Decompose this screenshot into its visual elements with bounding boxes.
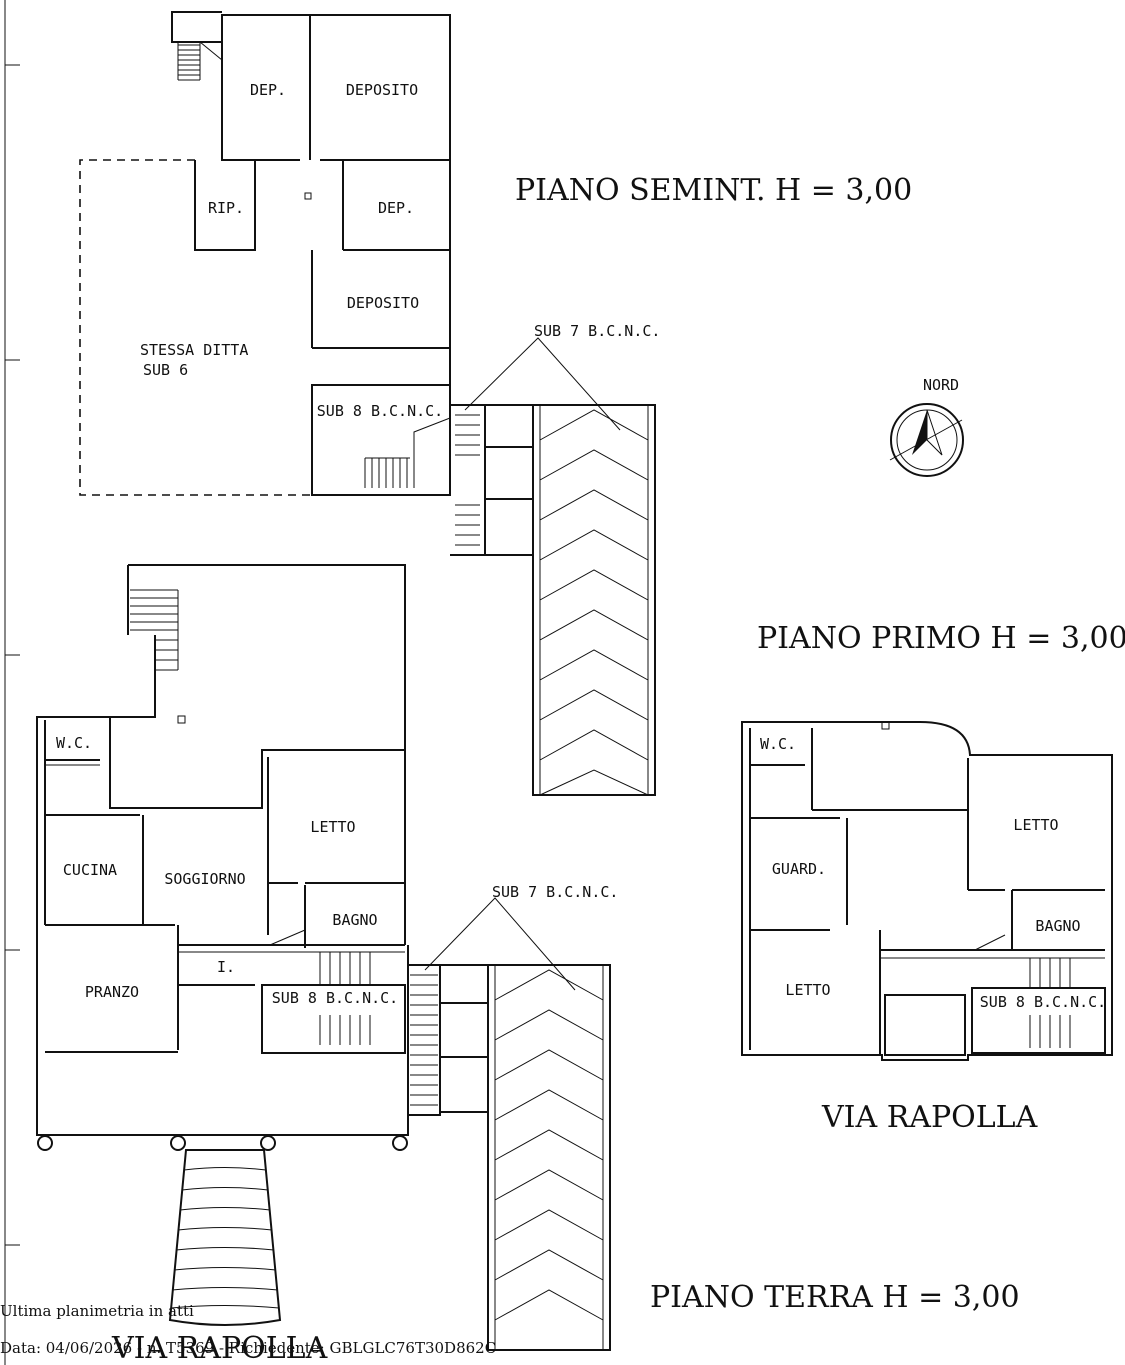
street-label-right: VIA RAPOLLA (821, 1100, 1038, 1135)
compass-rose-icon: NORD (889, 376, 964, 477)
room-dep-1: DEP. (250, 81, 286, 99)
room-cucina: CUCINA (63, 861, 117, 879)
room-ingresso: I. (217, 958, 235, 976)
first-floor-plan: W.C. LETTO GUARD. BAGNO LETTO SUB 8 B.C.… (741, 721, 1113, 1061)
room-ground-bagno: BAGNO (332, 911, 377, 929)
basement-top-stair (177, 41, 223, 81)
ground-top-stair (130, 589, 179, 671)
ground-side-stair (408, 964, 489, 1116)
room-pranzo: PRANZO (85, 983, 139, 1001)
label-basement-sub7: SUB 7 B.C.N.C. (534, 322, 660, 340)
ramp-lower (487, 964, 611, 1351)
label-stessa-ditta: STESSA DITTA (140, 341, 248, 359)
compass-label: NORD (923, 376, 959, 394)
label-sub6: SUB 6 (143, 361, 188, 379)
street-label-bottom: VIA RAPOLLA (111, 1331, 328, 1365)
basement-plan: DEP. DEPOSITO RIP. DEP. DEPOSITO STESSA … (79, 11, 660, 796)
ramp-upper (532, 404, 656, 796)
first-sub8-stair (974, 934, 1071, 1048)
room-ground-letto: LETTO (310, 818, 355, 836)
front-steps (168, 1149, 282, 1326)
footer-line-2: Data: 04/06/2026 - n. T5369 - Richiedent… (0, 1339, 496, 1357)
label-first-sub8: SUB 8 B.C.N.C. (980, 993, 1106, 1011)
room-deposito-2: DEPOSITO (347, 294, 419, 312)
room-ground-wc: W.C. (56, 734, 92, 752)
basement-sub8-stair (364, 417, 451, 488)
room-first-letto-2: LETTO (785, 981, 830, 999)
title-first-floor: PIANO PRIMO H = 3,00 (757, 621, 1125, 656)
room-soggiorno: SOGGIORNO (164, 870, 245, 888)
label-basement-sub8: SUB 8 B.C.N.C. (317, 402, 443, 420)
ground-sub8-stair (269, 929, 371, 1045)
room-dep-2: DEP. (378, 199, 414, 217)
ground-floor-plan: W.C. CUCINA SOGGIORNO LETTO BAGNO PRANZO… (36, 564, 618, 1351)
room-deposito-1: DEPOSITO (346, 81, 418, 99)
room-first-wc: W.C. (760, 735, 796, 753)
label-ground-sub8: SUB 8 B.C.N.C. (272, 989, 398, 1007)
room-rip: RIP. (208, 199, 244, 217)
footer-line-1: Ultima planimetria in atti (0, 1302, 194, 1320)
basement-side-stair (450, 404, 534, 556)
room-guard: GUARD. (772, 860, 826, 878)
room-first-bagno: BAGNO (1035, 917, 1080, 935)
label-ground-sub7: SUB 7 B.C.N.C. (492, 883, 618, 901)
title-ground-floor: PIANO TERRA H = 3,00 (650, 1280, 1020, 1315)
room-first-letto-1: LETTO (1013, 816, 1058, 834)
margin-ruler (4, 0, 20, 1365)
title-basement: PIANO SEMINT. H = 3,00 (515, 173, 912, 208)
